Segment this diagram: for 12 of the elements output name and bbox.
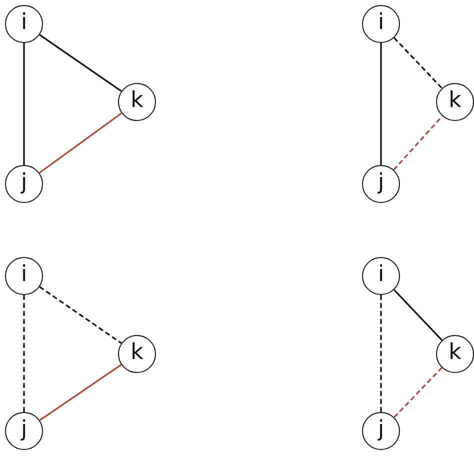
connector-line bbox=[38, 112, 122, 174]
connector-line bbox=[394, 367, 442, 418]
connector-line bbox=[393, 116, 443, 170]
connector-line bbox=[39, 364, 122, 421]
connector-line bbox=[23, 43, 25, 165]
connector-line bbox=[380, 43, 382, 165]
connector-line bbox=[39, 34, 122, 92]
connector-line bbox=[39, 286, 122, 344]
connector-line bbox=[394, 37, 442, 89]
connector-line bbox=[380, 295, 382, 412]
connector-line bbox=[394, 289, 442, 341]
connector-line bbox=[23, 295, 25, 412]
